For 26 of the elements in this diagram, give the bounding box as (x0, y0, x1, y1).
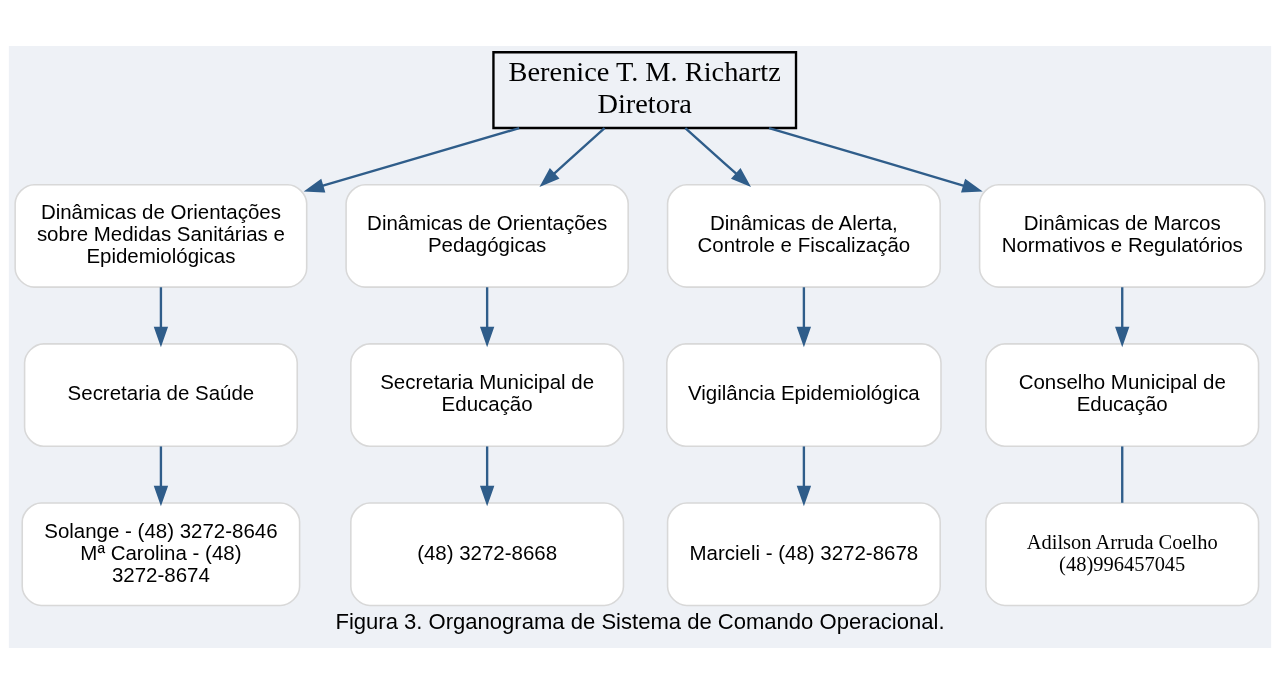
node-box: Marcieli - (48) 3272-8678 (666, 502, 941, 607)
node-box: Conselho Municipal de Educação (985, 343, 1260, 448)
node-box: Dinâmicas de Marcos Normativos e Regulatórios (978, 183, 1266, 288)
arrow (479, 446, 495, 507)
node-box: Dinâmicas de Orientações Pedagógicas (345, 183, 629, 288)
node-box: Secretaria Municipal de Educação (350, 343, 625, 448)
arrow (768, 126, 983, 193)
node-box: Solange - (48) 3272-8646 Mª Carolina - (48) 3272-8674 (21, 502, 301, 607)
node-box: Berenice T. M. Richartz Diretora (492, 51, 798, 130)
arrow (1115, 287, 1130, 348)
arrow (539, 127, 606, 187)
node-box: (48) 3272-8668 (350, 502, 625, 607)
arrow (153, 287, 169, 348)
node-box: Dinâmicas de Alerta, Controle e Fiscalização (666, 183, 941, 288)
arrow (796, 287, 812, 348)
arrow (796, 446, 812, 507)
arrow (684, 127, 752, 187)
node-box: Secretaria de Saúde (23, 343, 299, 448)
caption: Figura 3. Organograma de Sistema de Comando Operacional. (335, 609, 945, 635)
node-box: Vigilância Epidemiológica (666, 343, 942, 448)
arrow (479, 287, 495, 348)
node-box: Dinâmicas de Orientações sobre Medidas Sanitárias e Epidemiológicas (14, 183, 308, 288)
connector (1121, 446, 1124, 503)
arrow (303, 127, 520, 193)
node-box: Adilson Arruda Coelho (48)996457045 (985, 502, 1260, 607)
arrow (153, 446, 169, 507)
